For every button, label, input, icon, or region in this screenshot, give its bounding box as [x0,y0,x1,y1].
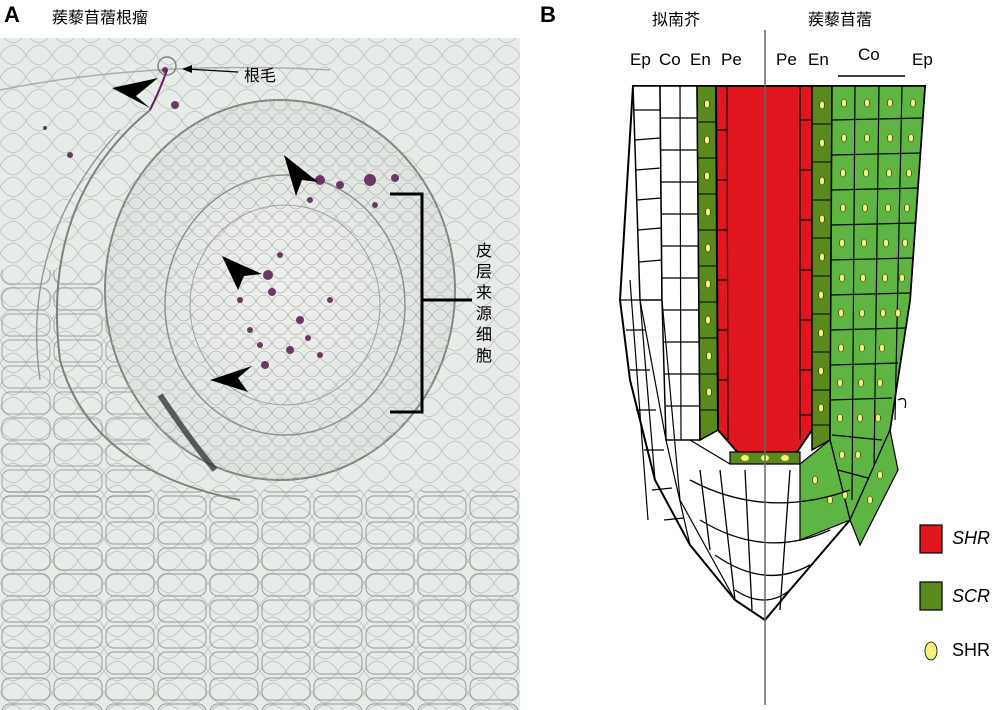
root-hair-pointer [182,65,239,73]
arrowhead-root-hair-icon [112,78,158,108]
panel-b-letter: B [540,2,556,27]
arabidopsis-title: 拟南芥 [652,10,701,29]
arrowhead-epidermis-icon [284,155,318,196]
legend-label-shr-gene: SHR [952,528,991,548]
micrograph [0,38,520,710]
cortex-derived-cells-label: 皮层来源细胞 [475,241,492,365]
layer-label-left-co: Co [659,50,681,69]
legend-label-shr-protein: SHR [952,640,991,660]
arrowhead-lower-icon [210,366,252,392]
cortex-bracket [390,192,472,414]
legend-swatch-shr-protein [924,641,938,661]
layer-label-right-pe: Pe [776,50,797,69]
legend-swatch-shr-gene [919,524,943,554]
layer-label-left-en: En [690,50,711,69]
root-hair-label: 根毛 [244,66,277,85]
arrowheads [112,78,318,392]
layer-label-right-ep: Ep [912,50,933,69]
legend [919,524,943,661]
panel-a-title: 蒺藜苜蓿根瘤 [52,8,149,27]
legend-label-scr-gene: SCR [952,586,991,606]
root-tip-diagram [618,30,927,705]
legend-swatch-scr-gene [919,581,943,611]
layer-label-right-co: Co [858,45,880,64]
medicago-title: 蒺藜苜蓿 [808,10,873,29]
layer-label-left-pe: Pe [721,50,742,69]
layer-label-left-ep: Ep [630,50,651,69]
arrowhead-center-icon [222,256,262,290]
panel-a-letter: A [4,2,20,27]
layer-label-right-en: En [808,50,829,69]
